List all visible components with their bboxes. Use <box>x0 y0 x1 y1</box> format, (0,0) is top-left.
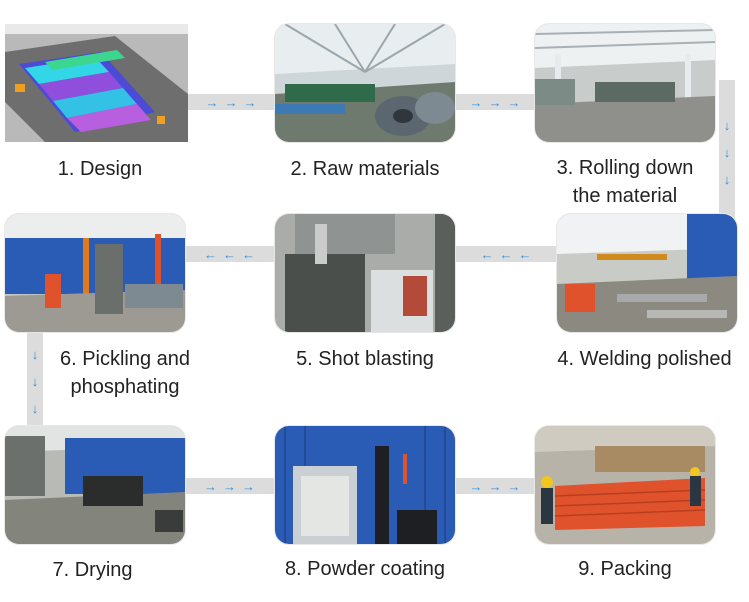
step-6-pickling-image <box>5 214 185 332</box>
right-arrow-icon: → <box>507 478 521 494</box>
step-3-rolling-image <box>535 24 715 142</box>
right-arrow-icon: → <box>507 94 521 110</box>
right-arrow-icon: → <box>242 478 255 494</box>
step-5-shot-blasting-image <box>275 214 455 332</box>
arrow-7-to-8: → → → <box>185 478 274 494</box>
step-1-design-image <box>5 24 188 142</box>
arrow-2-to-3: → → → <box>455 94 535 110</box>
right-arrow-icon: → <box>488 94 502 110</box>
left-arrow-icon: ← <box>204 246 217 262</box>
arrow-4-to-5: ← ← ← <box>455 246 557 262</box>
step-9-label: 9. Packing <box>578 558 672 580</box>
left-arrow-icon: ← <box>499 246 513 262</box>
step-2-raw-materials-image <box>275 24 455 142</box>
down-arrow-icon: ↓ <box>723 171 731 187</box>
step-3-label: 3. Rolling down the material <box>556 157 694 207</box>
right-arrow-icon: → <box>469 94 483 110</box>
right-arrow-icon: → <box>469 478 483 494</box>
arrow-5-to-6: ← ← ← <box>185 246 274 262</box>
right-arrow-icon: → <box>224 94 238 110</box>
step-6-label: 6. Pickling and phosphating <box>59 348 191 398</box>
right-arrow-icon: → <box>488 478 502 494</box>
step-2-label: 2. Raw materials <box>290 158 440 180</box>
down-arrow-icon: ↓ <box>31 400 39 416</box>
down-arrow-icon: ↓ <box>31 373 39 389</box>
left-arrow-icon: ← <box>518 246 532 262</box>
step-9-packing-image <box>535 426 715 544</box>
right-arrow-icon: → <box>205 94 219 110</box>
arrow-8-to-9: → → → <box>455 478 535 494</box>
step-8-label: 8. Powder coating <box>284 558 446 580</box>
step-7-label: 7. Drying <box>52 559 133 581</box>
down-arrow-icon: ↓ <box>31 346 39 362</box>
arrow-6-to-7: ↓ ↓ ↓ <box>27 332 43 430</box>
left-arrow-icon: ← <box>223 246 236 262</box>
right-arrow-icon: → <box>223 478 236 494</box>
down-arrow-icon: ↓ <box>723 144 731 160</box>
right-arrow-icon: → <box>243 94 257 110</box>
step-8-powder-coating-image <box>275 426 455 544</box>
arrow-3-to-4: ↓ ↓ ↓ <box>719 80 735 224</box>
left-arrow-icon: ← <box>242 246 255 262</box>
step-7-drying-image <box>5 426 185 544</box>
down-arrow-icon: ↓ <box>723 117 731 133</box>
arrow-1-to-2: → → → <box>188 94 274 110</box>
step-1-label: 1. Design <box>57 158 143 180</box>
step-4-label: 4. Welding polished <box>557 348 732 370</box>
left-arrow-icon: ← <box>480 246 494 262</box>
step-5-label: 5. Shot blasting <box>296 348 434 370</box>
right-arrow-icon: → <box>204 478 217 494</box>
step-4-welding-image <box>557 214 737 332</box>
